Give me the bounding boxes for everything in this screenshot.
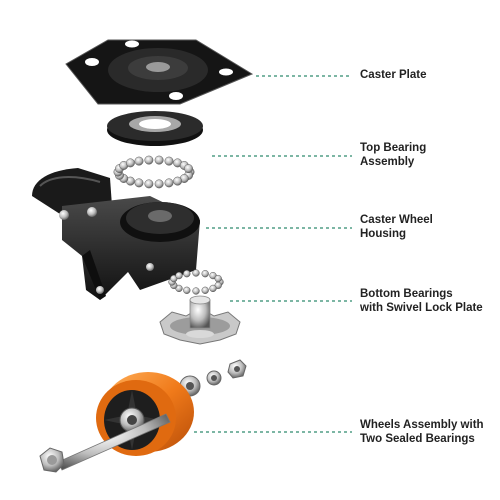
bearing-ball (134, 178, 144, 188)
bearing-ball (183, 270, 191, 278)
bearing-ball (183, 286, 191, 294)
label-caster-wheel-housing: Caster Wheel Housing (360, 213, 433, 241)
bearing-ball (214, 274, 222, 283)
label-wheels-assembly: Wheels Assembly with Two Sealed Bearings (360, 418, 484, 446)
bearing-ball (173, 176, 183, 186)
bearing-ball (134, 156, 144, 166)
label-line: Assembly (360, 156, 415, 168)
bearing-ball (125, 158, 135, 168)
label-line: Top Bearing (360, 142, 427, 154)
bearing-ball (192, 269, 200, 277)
label-line: with Swivel Lock Plate (360, 302, 483, 314)
caster-plate-part (65, 39, 254, 105)
bearing-ball (144, 155, 154, 165)
axle-bolt (39, 413, 171, 473)
bearing-ball (201, 286, 209, 294)
bearing-ball (175, 271, 183, 280)
swivel-lock-plate (159, 295, 241, 345)
bearing-ball (184, 164, 193, 174)
bearing-ball (209, 284, 217, 293)
caster-wheel-housing-part (32, 168, 200, 300)
label-top-bearing-assembly: Top Bearing Assembly (360, 141, 426, 169)
bottom-bearing-ring (168, 269, 224, 295)
label-line: Housing (360, 228, 406, 240)
bearing-ball (164, 156, 174, 166)
bearing-ball (154, 179, 164, 189)
top-bearing-ring (113, 155, 195, 189)
label-line: Caster Plate (360, 69, 427, 81)
bearing-ball (144, 179, 154, 189)
label-line: Two Sealed Bearings (360, 433, 475, 445)
bearing-ball (164, 178, 174, 188)
bearing-ball (192, 287, 200, 295)
top-bearing-race (107, 111, 203, 146)
label-line: Wheels Assembly with (360, 419, 484, 431)
axle-nut-and-washers (179, 359, 247, 397)
label-bottom-bearings: Bottom Bearings with Swivel Lock Plate (360, 287, 483, 315)
label-line: Caster Wheel (360, 214, 433, 226)
bearing-ball (154, 155, 164, 165)
label-caster-plate: Caster Plate (360, 68, 426, 82)
label-line: Bottom Bearings (360, 288, 453, 300)
bearing-ball (201, 270, 209, 278)
leader-lines (194, 75, 352, 433)
